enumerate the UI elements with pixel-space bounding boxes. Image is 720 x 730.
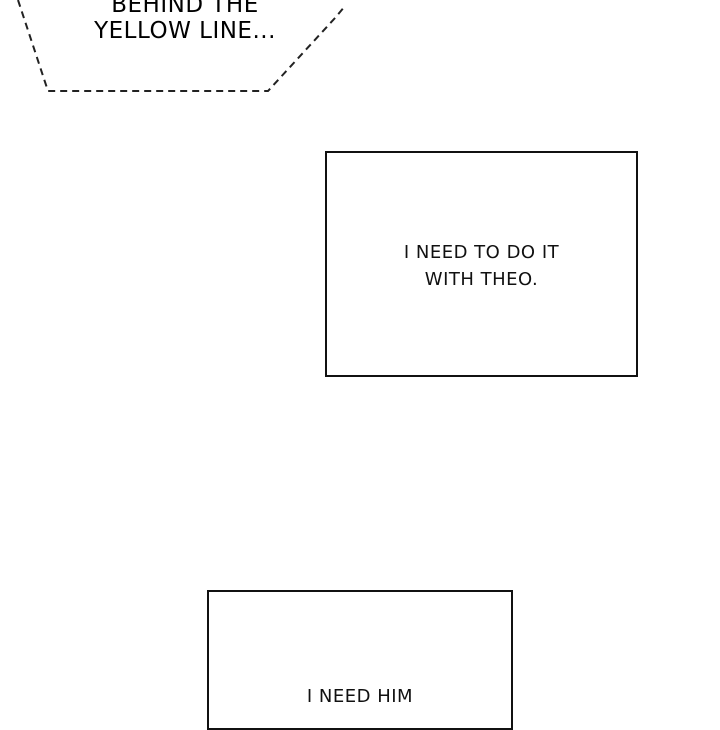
caption-line: WITH THEO.: [424, 269, 539, 290]
speech-bubble-outline: [17, 0, 346, 92]
caption-box: I NEED TO DO IT WITH THEO.: [325, 151, 638, 377]
caption-line: I NEED TO DO IT: [403, 242, 560, 263]
caption-text: I NEED HIM: [209, 683, 511, 710]
caption-box: I NEED HIM: [207, 590, 513, 730]
bubble-line: YELLOW LINE...: [94, 18, 276, 44]
bubble-line: BEHIND THE: [111, 0, 259, 18]
speech-bubble-text: BEHIND THE YELLOW LINE...: [60, 0, 310, 44]
caption-line: I NEED HIM: [306, 686, 414, 707]
caption-text: I NEED TO DO IT WITH THEO.: [327, 239, 636, 293]
